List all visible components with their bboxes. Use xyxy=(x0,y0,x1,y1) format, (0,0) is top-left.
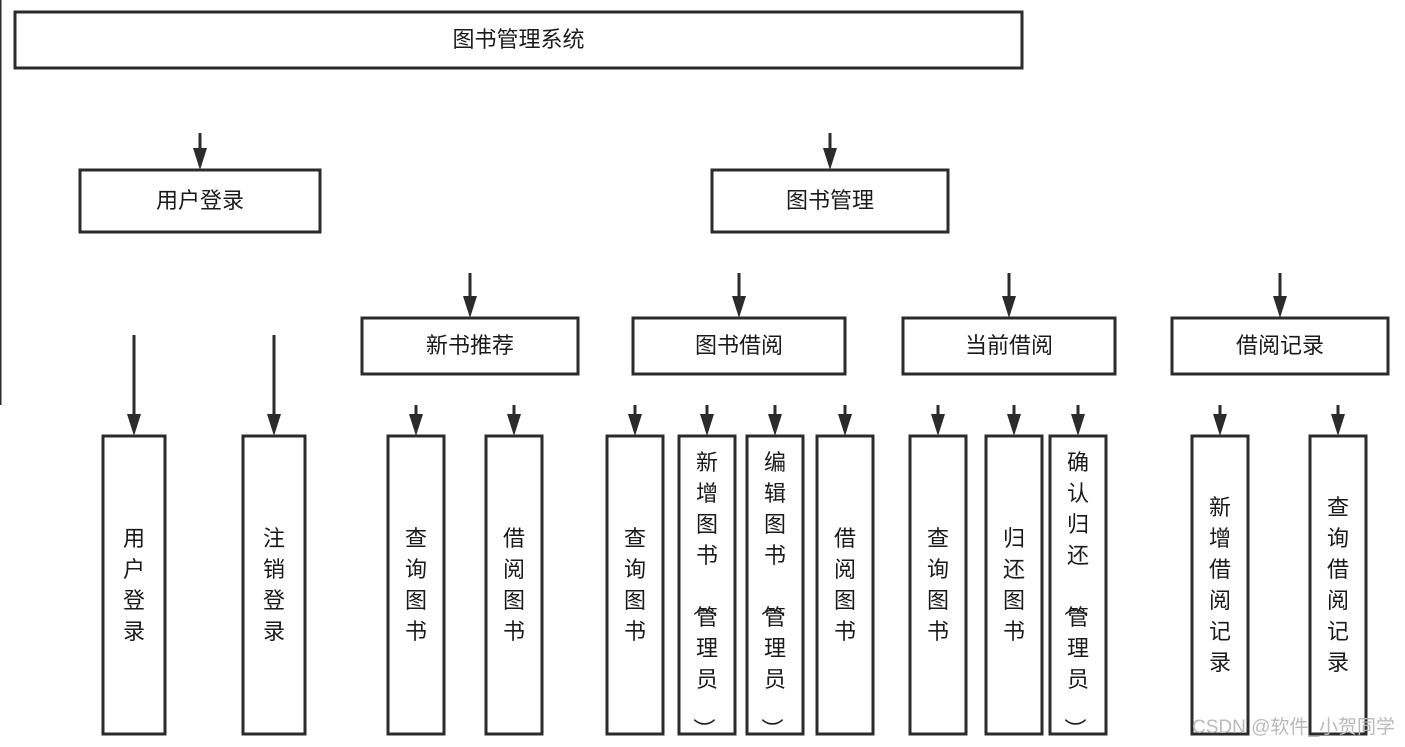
csdn-watermark: CSDN @软件_小贺同学 xyxy=(1192,716,1395,738)
node-label-recommend-query-book: 查询图书 xyxy=(405,526,427,644)
node-current-confirm-return[interactable]: 确认归还（管理员） xyxy=(1048,434,1108,740)
node-current-borrow[interactable]: 当前借阅 xyxy=(901,316,1117,376)
node-box-borrow-borrow-book[interactable] xyxy=(815,434,875,736)
node-label-user-login-logout: 注销登录 xyxy=(263,526,285,644)
node-box-user-login-logout[interactable] xyxy=(241,434,307,736)
node-record-query[interactable]: 查询借阅记录 xyxy=(1308,434,1368,736)
node-box-current-return-book[interactable] xyxy=(984,434,1044,736)
node-box-current-query-book[interactable] xyxy=(908,434,968,736)
connector-layer xyxy=(0,0,1345,436)
node-borrow-record[interactable]: 借阅记录 xyxy=(1170,316,1390,376)
node-box-book-borrow[interactable] xyxy=(631,316,847,376)
node-current-query-book[interactable]: 查询图书 xyxy=(908,434,968,736)
node-box-borrow-edit-book[interactable] xyxy=(745,434,805,736)
node-box-recommend-query-book[interactable] xyxy=(386,434,446,736)
node-label-user-login-login: 用户登录 xyxy=(123,526,145,644)
node-user-login[interactable]: 用户登录 xyxy=(78,168,322,234)
node-label-current-query-book: 查询图书 xyxy=(927,526,949,644)
node-new-book-recommend[interactable]: 新书推荐 xyxy=(360,316,580,376)
node-label-borrow-record: 借阅记录 xyxy=(1236,333,1324,358)
node-box-borrow-add-book[interactable] xyxy=(677,434,737,736)
node-box-borrow-query-book[interactable] xyxy=(605,434,665,736)
node-current-return-book[interactable]: 归还图书 xyxy=(984,434,1044,736)
node-book-borrow[interactable]: 图书借阅 xyxy=(631,316,847,376)
node-label-root: 图书管理系统 xyxy=(452,27,584,52)
node-label-new-book-recommend: 新书推荐 xyxy=(426,333,514,358)
node-book-manage[interactable]: 图书管理 xyxy=(710,168,950,234)
node-user-login-logout[interactable]: 注销登录 xyxy=(241,434,307,736)
node-label-recommend-borrow-book: 借阅图书 xyxy=(503,526,525,644)
node-label-borrow-add-book: 新增图书（管理员） xyxy=(691,450,718,740)
node-label-record-add: 新增借阅记录 xyxy=(1209,495,1231,675)
node-box-new-book-recommend[interactable] xyxy=(360,316,580,376)
node-box-root[interactable] xyxy=(13,10,1024,70)
node-box-record-query[interactable] xyxy=(1308,434,1368,736)
node-box-current-confirm-return[interactable] xyxy=(1048,434,1108,736)
node-root[interactable]: 图书管理系统 xyxy=(13,10,1024,70)
node-borrow-add-book[interactable]: 新增图书（管理员） xyxy=(677,434,737,740)
node-label-borrow-borrow-book: 借阅图书 xyxy=(834,526,856,644)
node-box-recommend-borrow-book[interactable] xyxy=(484,434,544,736)
node-label-borrow-query-book: 查询图书 xyxy=(624,526,646,644)
node-borrow-query-book[interactable]: 查询图书 xyxy=(605,434,665,736)
node-borrow-edit-book[interactable]: 编辑图书（管理员） xyxy=(745,434,805,740)
node-label-current-borrow: 当前借阅 xyxy=(965,333,1053,358)
node-recommend-query-book[interactable]: 查询图书 xyxy=(386,434,446,736)
node-label-book-manage: 图书管理 xyxy=(786,188,874,213)
node-borrow-borrow-book[interactable]: 借阅图书 xyxy=(815,434,875,736)
node-box-borrow-record[interactable] xyxy=(1170,316,1390,376)
node-box-record-add[interactable] xyxy=(1190,434,1250,736)
node-label-user-login: 用户登录 xyxy=(156,188,244,213)
node-record-add[interactable]: 新增借阅记录 xyxy=(1190,434,1250,736)
node-label-record-query: 查询借阅记录 xyxy=(1327,495,1349,675)
node-box-user-login-login[interactable] xyxy=(101,434,167,736)
node-recommend-borrow-book[interactable]: 借阅图书 xyxy=(484,434,544,736)
node-box-book-manage[interactable] xyxy=(710,168,950,234)
node-label-current-return-book: 归还图书 xyxy=(1003,526,1025,644)
node-box-current-borrow[interactable] xyxy=(901,316,1117,376)
node-user-login-login[interactable]: 用户登录 xyxy=(101,434,167,736)
node-label-current-confirm-return: 确认归还（管理员） xyxy=(1062,450,1089,740)
node-label-book-borrow: 图书借阅 xyxy=(695,333,783,358)
node-label-borrow-edit-book: 编辑图书（管理员） xyxy=(759,450,786,740)
node-layer: 图书管理系统用户登录图书管理用户登录注销登录新书推荐查询图书借阅图书图书借阅查询… xyxy=(13,10,1390,740)
node-box-user-login[interactable] xyxy=(78,168,322,234)
